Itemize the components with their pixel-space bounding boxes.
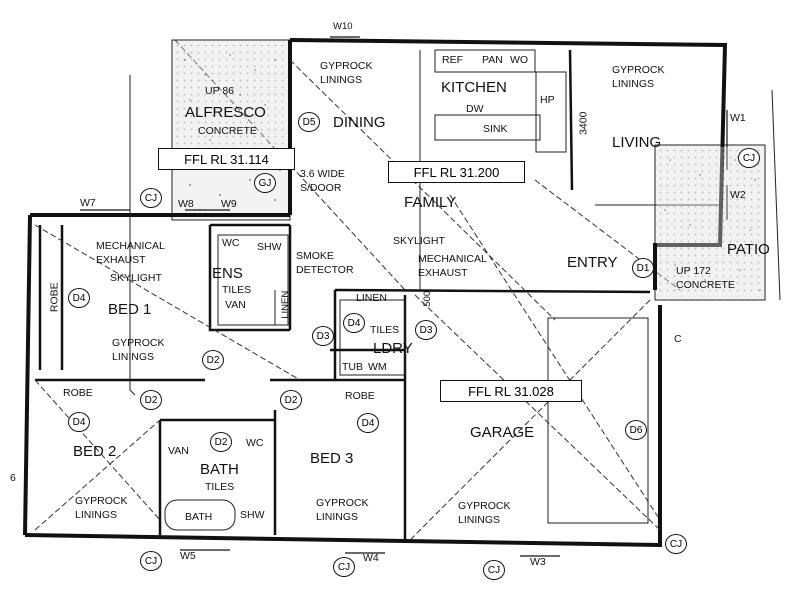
door-d1: D1: [632, 258, 654, 278]
ffl-garage: FFL RL 31.028: [440, 380, 582, 402]
window-w9: W9: [221, 198, 237, 210]
smoke-detector-note: SMOKE DETECTOR: [296, 250, 354, 276]
fixture-ref: REF: [442, 54, 463, 66]
fixture-linen-ens: LINEN: [280, 290, 292, 319]
door-d2-bed1: D2: [202, 350, 224, 370]
fixture-van-bath: VAN: [168, 445, 189, 457]
gyprock-dining: GYPROCK LININGS: [320, 60, 373, 86]
mech-exhaust-ens: MECHANICAL EXHAUST: [96, 240, 165, 266]
skylight-bed1: SKYLIGHT: [110, 272, 162, 284]
door-d3-hall: D3: [312, 326, 334, 346]
room-bed2: BED 2: [73, 443, 117, 460]
door-d2-bed3: D2: [280, 390, 302, 410]
room-patio: PATIO: [727, 241, 770, 258]
alfresco-hatch: [174, 42, 288, 152]
marker-cj-bm: CJ: [333, 557, 355, 577]
fixture-sink: SINK: [483, 123, 508, 135]
room-bed1: BED 1: [108, 301, 152, 318]
gyprock-bed3: GYPROCK LININGS: [316, 497, 369, 523]
window-w3: W3: [530, 556, 546, 568]
gyprock-living: GYPROCK LININGS: [612, 64, 665, 90]
alfresco-up: UP 86: [205, 85, 234, 97]
dim-hall: 500: [422, 290, 434, 307]
fixture-wc-bath: WC: [246, 437, 264, 449]
ffl-family: FFL RL 31.200: [388, 161, 525, 183]
marker-cj-corner: CJ: [665, 534, 687, 554]
door-d4-bed2: D4: [68, 412, 90, 432]
door-d5: D5: [298, 112, 320, 132]
room-garage: GARAGE: [470, 424, 535, 441]
room-living: LIVING: [612, 134, 662, 151]
window-w10: W10: [333, 21, 353, 32]
gyprock-garage: GYPROCK LININGS: [458, 500, 511, 526]
fixture-van-ens: VAN: [225, 299, 246, 311]
fixture-tub: TUB: [342, 361, 363, 373]
room-bath: BATH: [200, 461, 239, 478]
fixture-robe-bed1: ROBE: [48, 282, 61, 313]
marker-cj-br: CJ: [483, 560, 505, 580]
room-dining: DINING: [333, 114, 386, 131]
fixture-tiles-ldry: TILES: [370, 324, 400, 336]
patio-slab: [654, 144, 766, 301]
room-ens: ENS: [212, 265, 243, 282]
fixture-wm: WM: [368, 361, 387, 373]
door-d2-bath: D2: [210, 432, 232, 452]
door-d6: D6: [625, 420, 647, 440]
fixture-tiles-ens: TILES: [222, 284, 252, 296]
exterior-walls: [23, 38, 728, 548]
window-symbols: [80, 36, 728, 557]
fixture-bath-tub: BATH: [185, 511, 213, 523]
patio-up: UP 172: [676, 265, 711, 277]
fixture-hp: HP: [540, 94, 555, 106]
fixture-robe-bed3: ROBE: [345, 390, 375, 402]
marker-cj-bl: CJ: [140, 551, 162, 571]
room-bed3: BED 3: [310, 450, 354, 467]
door-d4-bed1: D4: [68, 288, 90, 308]
detail-lines: [129, 49, 781, 531]
sdoor-note: 3.6 WIDE S/DOOR: [300, 168, 345, 194]
window-w2: W2: [730, 189, 746, 201]
ceiling-diagonals: [34, 39, 681, 541]
door-d3-garage: D3: [415, 320, 437, 340]
fixture-shw-bath: SHW: [240, 509, 265, 521]
dim-kitchen-depth: 3400: [577, 111, 590, 135]
fixture-pan: PAN: [482, 54, 503, 66]
marker-c: C: [674, 333, 682, 345]
marker-gj: GJ: [254, 173, 276, 193]
fixture-dw: DW: [466, 103, 484, 115]
patio-surface: CONCRETE: [676, 279, 735, 291]
mech-exhaust-ldry: MECHANICAL EXHAUST: [418, 253, 487, 279]
skylight-hall: SKYLIGHT: [393, 235, 445, 247]
window-w1: W1: [730, 112, 746, 124]
window-w5: W5: [180, 550, 196, 562]
room-family: FAMILY: [404, 194, 457, 211]
room-kitchen: KITCHEN: [441, 79, 507, 96]
room-entry: ENTRY: [567, 254, 618, 271]
gyprock-bed2: GYPROCK LININGS: [75, 495, 128, 521]
door-d4-ldry: D4: [343, 313, 365, 333]
fixture-robe-bed2: ROBE: [63, 387, 93, 399]
window-w8: W8: [178, 198, 194, 210]
door-d4-bed3: D4: [357, 413, 379, 433]
gyprock-bed1: GYPROCK LININGS: [112, 337, 165, 363]
room-alfresco: ALFRESCO: [185, 104, 266, 121]
window-w4: W4: [363, 552, 379, 564]
fixture-linen: LINEN: [356, 292, 387, 304]
alfresco-surface: CONCRETE: [198, 125, 257, 137]
patio-hatch: [657, 147, 763, 297]
marker-six: 6: [10, 472, 16, 484]
door-d2-bed2: D2: [140, 390, 162, 410]
fixture-wo: WO: [510, 54, 529, 66]
ffl-main: FFL RL 31.114: [158, 148, 295, 170]
marker-cj-right: CJ: [738, 148, 760, 168]
window-w7: W7: [80, 197, 96, 209]
fixture-wc-ens: WC: [222, 237, 240, 249]
fixture-tiles-bath: TILES: [205, 481, 235, 493]
fixture-shw-ens: SHW: [257, 241, 282, 253]
room-laundry: LDRY: [373, 340, 413, 357]
marker-cj-top: CJ: [140, 188, 162, 208]
